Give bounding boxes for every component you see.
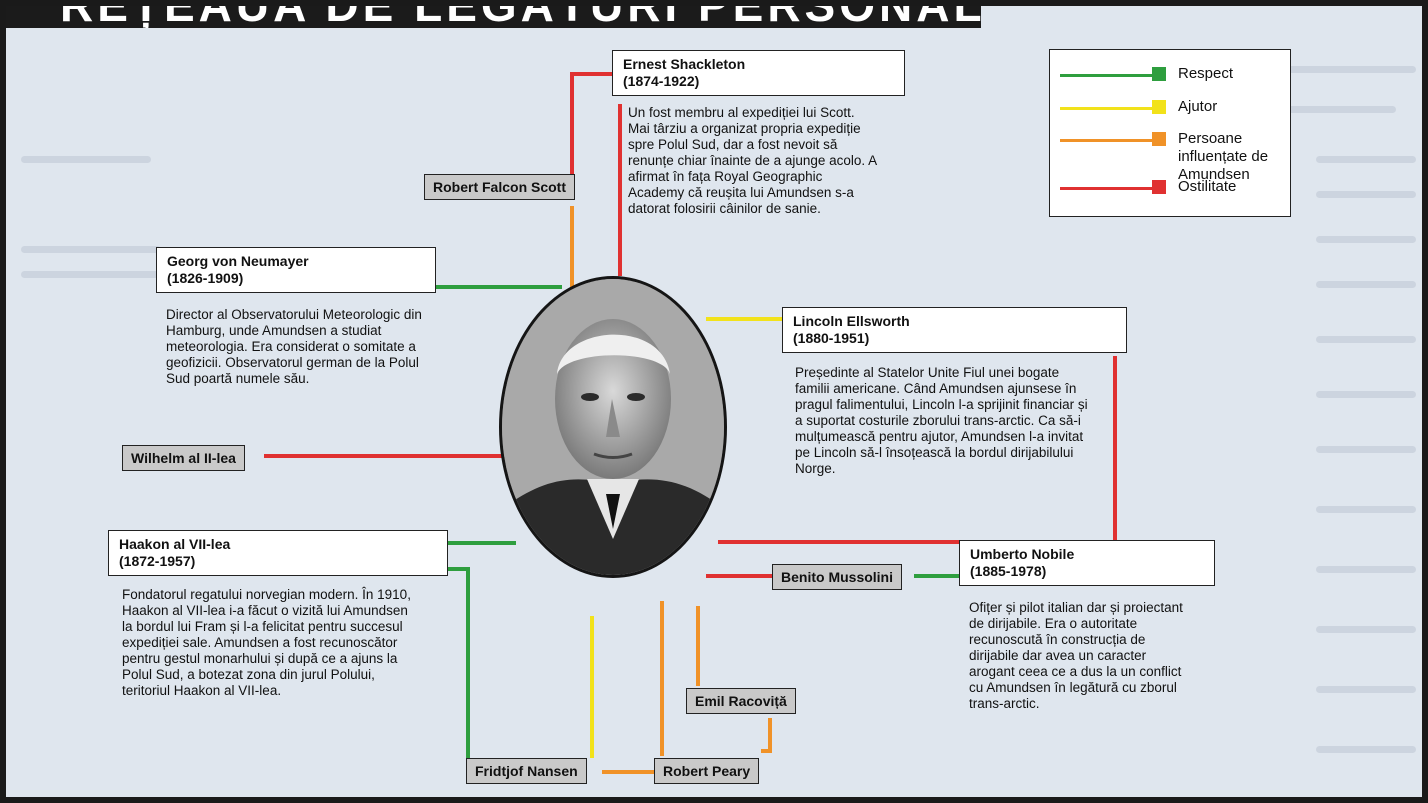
person-box-neumayer: Georg von Neumayer (1826-1909) — [156, 247, 436, 293]
legend-label: Persoane influențate de Amundsen — [1178, 130, 1269, 183]
person-years: (1826-1909) — [167, 270, 244, 286]
person-tag-racovita: Emil Racoviță — [686, 688, 796, 714]
legend-label: Ajutor — [1178, 98, 1218, 115]
person-box-ellsworth: Lincoln Ellsworth (1880-1951) — [782, 307, 1127, 353]
line-shackleton — [570, 72, 614, 191]
person-tag-scott: Robert Falcon Scott — [424, 174, 576, 200]
connection-lines — [264, 72, 1117, 774]
legend-swatch — [1152, 132, 1166, 146]
person-tag-nansen: Fridtjof Nansen — [466, 758, 587, 784]
person-box-nobile: Umberto Nobile (1885-1978) — [959, 540, 1215, 586]
legend-line — [1060, 187, 1166, 190]
person-desc-ellsworth: Președinte al Statelor Unite Fiul unei b… — [795, 365, 1088, 476]
person-desc-nobile: Ofițer și pilot italian dar și proiectan… — [969, 600, 1183, 711]
center-portrait — [499, 276, 727, 578]
page-title: REȚEAUA DE LEGĂTURI PERSONALE — [60, 6, 981, 28]
person-desc-haakon: Fondatorul regatului norvegian modern. Î… — [122, 587, 411, 698]
person-desc-neumayer: Director al Observatorului Meteorologic … — [166, 307, 422, 386]
person-years: (1874-1922) — [623, 73, 700, 89]
portrait-photo-icon — [502, 279, 724, 575]
legend-swatch — [1152, 67, 1166, 81]
line-racovita-peary — [761, 718, 772, 753]
legend-line — [1060, 74, 1166, 77]
person-name: Georg von Neumayer — [167, 253, 309, 269]
person-desc-shackleton: Un fost membru al expediției lui Scott. … — [628, 105, 877, 216]
header-banner: REȚEAUA DE LEGĂTURI PERSONALE — [6, 6, 981, 28]
legend-line — [1060, 139, 1166, 142]
person-name: Lincoln Ellsworth — [793, 313, 910, 329]
legend: Respect Ajutor Persoane influențate de A… — [1049, 49, 1291, 217]
person-box-haakon: Haakon al VII-lea (1872-1957) — [108, 530, 448, 576]
person-years: (1880-1951) — [793, 330, 870, 346]
legend-label: Ostilitate — [1178, 178, 1237, 195]
legend-line — [1060, 107, 1166, 110]
legend-label: Respect — [1178, 65, 1234, 82]
person-tag-peary: Robert Peary — [654, 758, 760, 784]
person-name: Ernest Shackleton — [623, 56, 746, 72]
legend-swatch — [1152, 100, 1166, 114]
person-years: (1872-1957) — [119, 553, 196, 569]
background-text-texture — [16, 6, 1422, 797]
person-tag-wilhelm: Wilhelm al II-lea — [122, 445, 245, 471]
person-years: (1885-1978) — [970, 563, 1047, 579]
person-box-shackleton: Ernest Shackleton (1874-1922) — [612, 50, 905, 96]
person-name: Umberto Nobile — [970, 546, 1075, 562]
legend-swatch — [1152, 180, 1166, 194]
person-name: Haakon al VII-lea — [119, 536, 231, 552]
line-haakon-nansen — [446, 567, 470, 766]
person-tag-mussolini: Benito Mussolini — [772, 564, 902, 590]
